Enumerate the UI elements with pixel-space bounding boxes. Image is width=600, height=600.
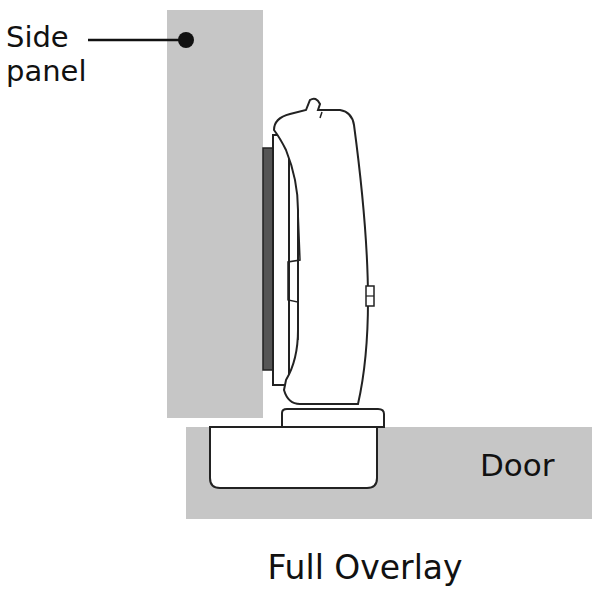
leader-line [88,39,182,42]
adjust-screw [366,286,374,306]
hinge-cup [210,427,377,488]
side-panel [167,10,263,418]
caption: Full Overlay [267,548,462,588]
screw-slot [366,295,374,296]
part-label: Side panel [6,20,106,88]
arm-tab [320,112,322,118]
leader-dot [178,32,194,48]
node-label: Door [480,447,555,483]
door-panel [186,427,592,519]
hinge-arm [274,99,368,404]
door-band: Door [186,427,592,519]
mounting-plate [263,148,273,370]
arm-inner-line [288,210,300,340]
plate-base [273,135,289,385]
cup-flange [282,409,384,427]
